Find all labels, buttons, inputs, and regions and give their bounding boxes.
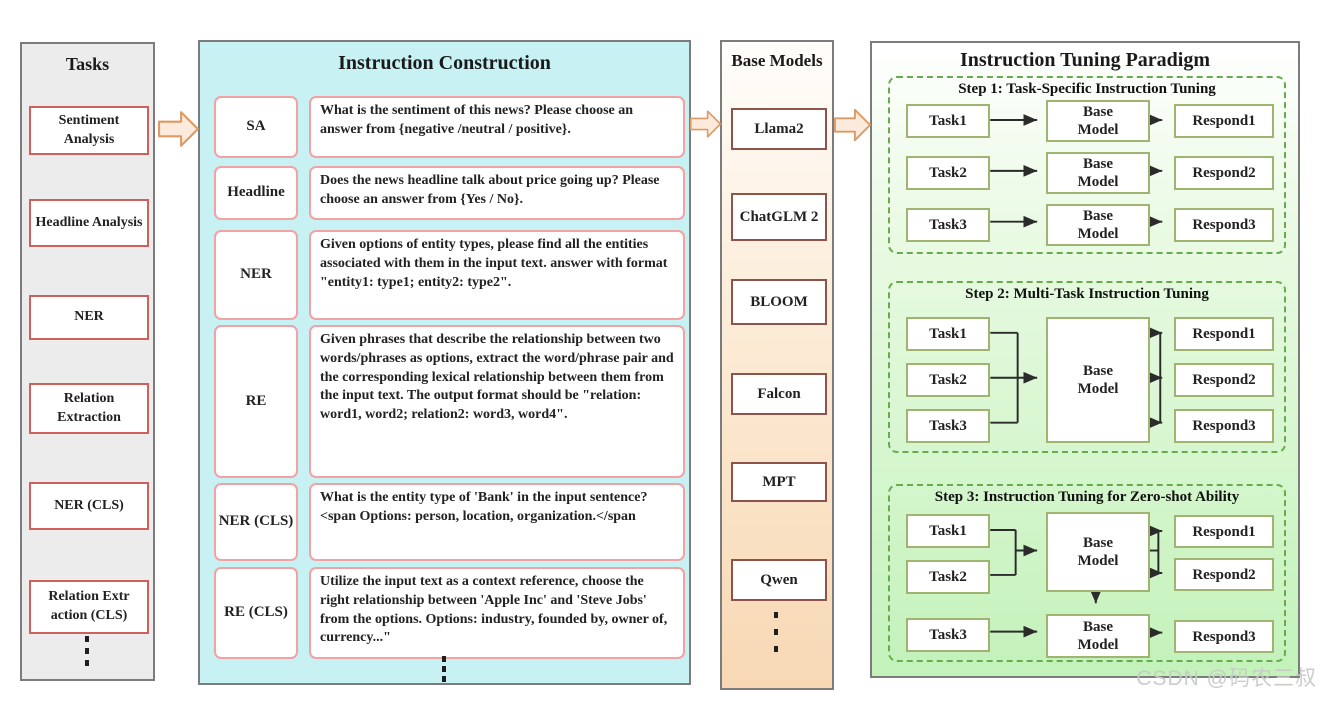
- step2-task3-box: Task3: [906, 409, 990, 443]
- instruction-panel-title: Instruction Construction: [338, 52, 551, 74]
- step3-respond1-box: Respond1: [1174, 515, 1274, 548]
- instruction-row-text: What is the entity type of 'Bank' in the…: [309, 483, 685, 561]
- instruction-row-text: Does the news headline talk about price …: [309, 166, 685, 220]
- instruction-row-re: RE Given phrases that describe the relat…: [200, 325, 689, 478]
- step2-multi-task-tuning: Step 2: Multi-Task Instruction Tuning Ta…: [888, 281, 1286, 453]
- task-item-ner-cls: NER (CLS): [29, 482, 149, 530]
- base-model-node-label: Base Model: [1077, 535, 1119, 569]
- paradigm-title: Instruction Tuning Paradigm: [959, 49, 1211, 71]
- step1-connector-arrows: [990, 114, 1163, 228]
- base-model-node-label: Base Model: [1077, 619, 1119, 653]
- base-model-label: ChatGLM 2: [739, 208, 819, 225]
- task-item-label: Relation Extraction: [57, 390, 121, 425]
- base-model-mpt: MPT: [731, 462, 827, 502]
- step2-task1-box: Task1: [906, 317, 990, 351]
- base-model-label: BLOOM: [750, 293, 808, 310]
- task-item-sentiment-analysis: Sentiment Analysis: [29, 106, 149, 155]
- task-item-ner: NER: [29, 295, 149, 340]
- instruction-row-label: SA: [214, 96, 298, 158]
- task-item-headline-analysis: Headline Analysis: [29, 199, 149, 247]
- base-model-node-label: Base Model: [1077, 363, 1119, 397]
- instruction-row-text: Given phrases that describe the relation…: [309, 325, 685, 478]
- instruction-row-label: NER: [214, 230, 298, 320]
- instruction-construction-panel: Instruction Construction SA What is the …: [198, 40, 691, 685]
- step1-base-model-box: Base Model: [1046, 152, 1150, 194]
- step3-task1-box: Task1: [906, 514, 990, 548]
- step2-base-model-box: Base Model: [1046, 317, 1150, 443]
- step3-respond3-box: Respond3: [1174, 620, 1274, 653]
- base-model-chatglm2: ChatGLM 2: [731, 193, 827, 241]
- base-model-qwen: Qwen: [731, 559, 827, 601]
- base-model-falcon: Falcon: [731, 373, 827, 415]
- step2-task2-box: Task2: [906, 363, 990, 397]
- instruction-tuning-paradigm-panel: Instruction Tuning Paradigm Step 1: Task…: [870, 41, 1300, 678]
- instruction-row-label: RE (CLS): [214, 567, 298, 659]
- instruction-row-text: What is the sentiment of this news? Plea…: [309, 96, 685, 158]
- step2-respond3-box: Respond3: [1174, 409, 1274, 443]
- task-item-label: Sentiment Analysis: [58, 112, 120, 147]
- step3-base-model-top-box: Base Model: [1046, 512, 1150, 592]
- vertical-ellipsis-icon: [774, 612, 778, 663]
- instruction-row-ner: NER Given options of entity types, pleas…: [200, 230, 689, 320]
- csdn-watermark: CSDN @码农三叔: [1136, 667, 1317, 690]
- task-item-label: Relation Extr action (CLS): [48, 589, 130, 623]
- instruction-row-label: RE: [214, 325, 298, 478]
- step1-task1-box: Task1: [906, 104, 990, 138]
- instruction-row-sa: SA What is the sentiment of this news? P…: [200, 96, 689, 158]
- step1-task2-box: Task2: [906, 156, 990, 190]
- step1-task-specific-tuning: Step 1: Task-Specific Instruction Tuning…: [888, 76, 1286, 254]
- tasks-panel-title: Tasks: [65, 54, 110, 74]
- instruction-row-label: Headline: [214, 166, 298, 220]
- vertical-ellipsis-icon: [442, 656, 446, 686]
- task-item-relation-extraction: Relation Extraction: [29, 383, 149, 434]
- step2-respond1-box: Respond1: [1174, 317, 1274, 351]
- base-model-label: Qwen: [760, 571, 798, 588]
- flow-arrow-icon: [690, 110, 722, 138]
- task-item-label: NER (CLS): [54, 497, 124, 513]
- base-model-llama2: Llama2: [731, 108, 827, 150]
- step3-task2-box: Task2: [906, 560, 990, 594]
- base-model-bloom: BLOOM: [731, 279, 827, 325]
- base-models-title: Base Models: [731, 51, 823, 70]
- step3-base-model-bottom-box: Base Model: [1046, 614, 1150, 658]
- step2-respond2-box: Respond2: [1174, 363, 1274, 397]
- step3-zero-shot-tuning: Step 3: Instruction Tuning for Zero-shot…: [888, 484, 1286, 662]
- step2-title: Step 2: Multi-Task Instruction Tuning: [965, 286, 1209, 302]
- task-item-label: NER: [74, 309, 104, 325]
- instruction-row-label: NER (CLS): [214, 483, 298, 561]
- step1-base-model-box: Base Model: [1046, 204, 1150, 246]
- instruction-row-text: Utilize the input text as a context refe…: [309, 567, 685, 659]
- task-item-relation-extraction-cls: Relation Extr action (CLS): [29, 580, 149, 634]
- step1-respond1-box: Respond1: [1174, 104, 1274, 138]
- base-model-node-label: Base Model: [1077, 208, 1119, 242]
- step1-base-model-box: Base Model: [1046, 100, 1150, 142]
- instruction-row-headline: Headline Does the news headline talk abo…: [200, 166, 689, 220]
- instruction-row-text: Given options of entity types, please fi…: [309, 230, 685, 320]
- step1-respond2-box: Respond2: [1174, 156, 1274, 190]
- step3-respond2-box: Respond2: [1174, 558, 1274, 591]
- flow-arrow-icon: [158, 111, 199, 147]
- vertical-ellipsis-icon: [85, 636, 89, 672]
- tasks-panel: Tasks Sentiment Analysis Headline Analys…: [20, 42, 155, 681]
- base-model-label: Falcon: [757, 385, 801, 402]
- step1-task3-box: Task3: [906, 208, 990, 242]
- base-models-panel: Base Models Llama2 ChatGLM 2 BLOOM Falco…: [720, 40, 834, 690]
- base-model-label: MPT: [762, 473, 796, 490]
- base-model-label: Llama2: [754, 120, 804, 137]
- step3-title: Step 3: Instruction Tuning for Zero-shot…: [934, 489, 1240, 505]
- step1-title: Step 1: Task-Specific Instruction Tuning: [958, 81, 1216, 97]
- instruction-row-re-cls: RE (CLS) Utilize the input text as a con…: [200, 567, 689, 659]
- base-model-node-label: Base Model: [1077, 104, 1119, 138]
- step1-respond3-box: Respond3: [1174, 208, 1274, 242]
- instruction-row-ner-cls: NER (CLS) What is the entity type of 'Ba…: [200, 483, 689, 561]
- task-item-label: Headline Analysis: [35, 214, 143, 230]
- base-model-node-label: Base Model: [1077, 156, 1119, 190]
- flow-arrow-icon: [834, 108, 872, 142]
- step3-task3-box: Task3: [906, 618, 990, 652]
